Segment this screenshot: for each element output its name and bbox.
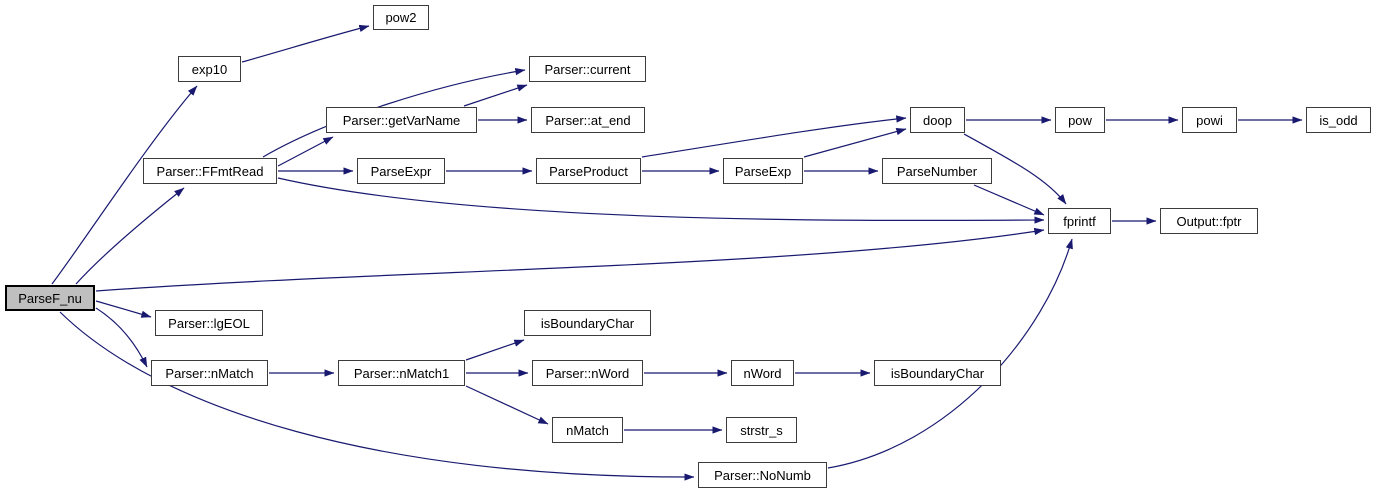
node-parseexpr[interactable]: ParseExpr (357, 158, 445, 184)
node-fprintf[interactable]: fprintf (1048, 208, 1111, 234)
node-pow2[interactable]: pow2 (373, 5, 429, 30)
edge-parser-nonumb-fprintf (827, 238, 1073, 469)
node-is-odd[interactable]: is_odd (1306, 107, 1371, 133)
edge-parsef-nu-parser-ffmtread (75, 187, 185, 285)
edge-parsenumber-fprintf (973, 184, 1045, 216)
edge-parsef-nu-parser-lgeol (95, 300, 152, 318)
node-parser-nmatch[interactable]: Parser::nMatch (151, 360, 268, 386)
node-parsenumber[interactable]: ParseNumber (882, 158, 992, 184)
edge-parsef-nu-parser-nonumb (59, 311, 695, 481)
edge-parsef-nu-parser-nmatch (95, 307, 148, 368)
node-nmatch[interactable]: nMatch (552, 417, 623, 443)
node-strstr-s[interactable]: strstr_s (726, 417, 797, 443)
node-parser-lgeol[interactable]: Parser::lgEOL (155, 310, 263, 336)
edge-parser-ffmtread-parser-getvarname (277, 136, 334, 167)
edge-parseexp-doop (803, 128, 907, 158)
node-nword[interactable]: nWord (731, 360, 794, 386)
node-parser-ffmtread[interactable]: Parser::FFmtRead (143, 158, 277, 184)
node-parser-current[interactable]: Parser::current (529, 56, 646, 82)
node-doop[interactable]: doop (910, 107, 965, 133)
edge-parsef-nu-exp10 (51, 85, 198, 285)
node-parseexp[interactable]: ParseExp (723, 158, 803, 184)
edge-parseproduct-doop (641, 115, 907, 158)
node-powi[interactable]: powi (1182, 107, 1237, 133)
node-parser-nword[interactable]: Parser::nWord (532, 360, 643, 386)
edge-doop-fprintf (963, 133, 1067, 205)
node-parser-nmatch1[interactable]: Parser::nMatch1 (338, 360, 465, 386)
edge-exp10-pow2 (241, 24, 370, 63)
node-exp10[interactable]: exp10 (178, 56, 241, 82)
edge-parsef-nu-fprintf (95, 227, 1045, 292)
node-isboundarychar-2[interactable]: isBoundaryChar (874, 360, 1001, 386)
edge-parser-ffmtread-fprintf (277, 177, 1045, 224)
edge-parser-getvarname-parser-current (463, 84, 528, 107)
edge-parser-ffmtread-parser-current (262, 67, 526, 158)
node-parser-at-end[interactable]: Parser::at_end (531, 107, 645, 133)
node-parser-getvarname[interactable]: Parser::getVarName (326, 107, 477, 133)
node-isboundarychar-1[interactable]: isBoundaryChar (524, 310, 651, 336)
node-parseproduct[interactable]: ParseProduct (536, 158, 641, 184)
node-output-fptr[interactable]: Output::fptr (1160, 208, 1258, 234)
node-parsef-nu: ParseF_nu (5, 285, 95, 311)
node-parser-nonumb[interactable]: Parser::NoNumb (698, 462, 827, 488)
node-pow[interactable]: pow (1055, 107, 1105, 133)
edge-parser-nmatch1-nmatch (465, 385, 549, 425)
edge-parser-nmatch1-isboundarychar-1 (465, 339, 525, 361)
